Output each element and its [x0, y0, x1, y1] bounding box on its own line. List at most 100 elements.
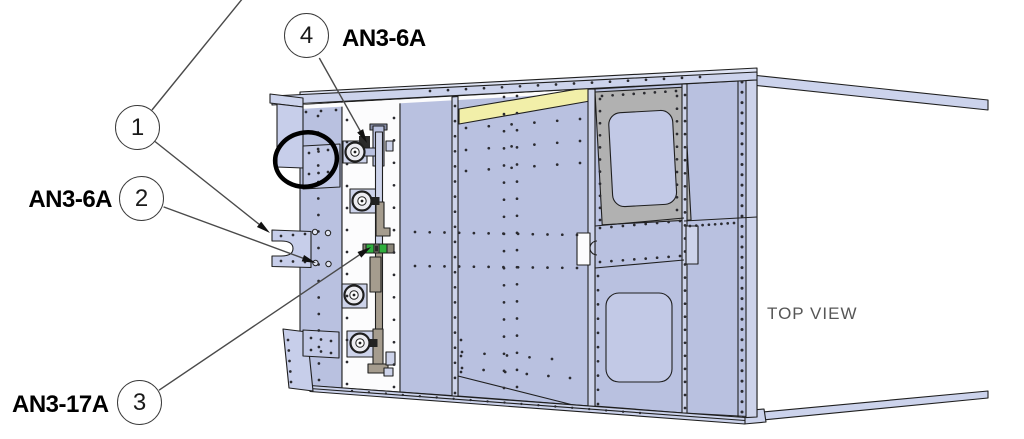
rivet-dot	[453, 331, 457, 334]
rivet-dot	[531, 232, 535, 236]
rivet-dot	[515, 248, 519, 252]
rivet-dot	[317, 296, 321, 299]
rivet-dot	[317, 213, 320, 217]
rivet-dot	[701, 223, 704, 227]
rivet-dot	[698, 75, 702, 79]
rivet-dot	[428, 264, 432, 268]
rivet-dot	[680, 76, 684, 80]
rivet-dot	[345, 228, 349, 232]
tan-plate	[369, 256, 382, 293]
rivet-dot	[460, 366, 464, 370]
clamp-notch	[375, 245, 378, 252]
rivet-dot	[345, 272, 349, 276]
rivet-dot	[683, 197, 687, 201]
rivet-dot	[317, 171, 320, 175]
rivet-dot	[683, 132, 687, 136]
rivet-dot	[707, 223, 711, 227]
rivet-dot	[515, 197, 519, 201]
rivet-dot	[502, 249, 506, 253]
rivet-dot	[740, 204, 744, 208]
rivet-dot	[515, 351, 519, 355]
rivet-dot	[345, 118, 349, 122]
rivet-dot	[287, 349, 291, 352]
rivet-dot	[610, 259, 613, 263]
rivet-dot	[596, 374, 600, 377]
rivet-dot	[575, 233, 579, 237]
rivet-dot	[413, 264, 417, 268]
rivet-dot	[568, 376, 572, 380]
rivet-dot	[289, 380, 293, 384]
rivet-dot	[516, 232, 520, 236]
rivet-dot	[345, 338, 349, 342]
rivet-dot	[428, 230, 432, 234]
rivet-dot	[683, 93, 687, 97]
top-white-sliver	[300, 89, 590, 109]
rivet-dot	[515, 282, 519, 286]
rivet-dot	[309, 348, 313, 352]
rivet-dot	[555, 119, 559, 123]
rivet-dot	[317, 378, 321, 382]
rivet-dot	[502, 95, 506, 99]
rivet-dot	[515, 180, 519, 183]
rivet-dot	[720, 222, 723, 226]
rivet-dot	[655, 256, 659, 260]
rivet-dot	[732, 221, 736, 225]
rivet-dot	[596, 345, 600, 349]
rivet-dot	[664, 90, 667, 94]
rivet-dot	[515, 94, 519, 98]
part-label-an3-17a: AN3-17A	[12, 391, 109, 418]
rivet-dot	[515, 128, 519, 132]
rivet-dot	[502, 164, 506, 167]
rivet-dot	[319, 109, 323, 113]
rivet-dot	[632, 223, 636, 227]
rivet-dot	[683, 367, 687, 371]
rivet-dot	[392, 206, 396, 210]
rib-rail-1	[451, 95, 459, 397]
green-clamp-pad	[365, 243, 375, 254]
rivet-dot	[726, 222, 730, 225]
rivet-dot	[392, 228, 396, 232]
rivet-dot	[598, 133, 602, 137]
rivet-dot	[502, 198, 506, 202]
rivet-dot	[533, 121, 536, 124]
rivet-dot	[392, 363, 396, 366]
rivet-dot	[503, 401, 506, 404]
rivet-dot	[502, 301, 506, 304]
rivet-dot	[596, 402, 600, 406]
rivet-dot	[740, 307, 744, 311]
rivet-dot	[525, 372, 529, 376]
callout-number: 1	[130, 113, 145, 141]
rivet-dot	[515, 111, 519, 115]
rivet-dot	[316, 197, 320, 200]
arrowhead-2	[301, 254, 316, 263]
rivet-dot	[392, 318, 396, 322]
rivet-dot	[644, 222, 648, 226]
latch-bracket	[576, 232, 591, 266]
rivet-dot	[588, 407, 591, 411]
rivet-dot	[598, 194, 602, 198]
rivet-dot	[571, 406, 574, 409]
rivet-dot	[662, 77, 666, 81]
rivet-dot	[683, 393, 687, 397]
rivet-dot	[740, 297, 744, 301]
rivet-dot	[502, 147, 506, 150]
rivet-dot	[515, 368, 519, 372]
rivet-dot	[550, 357, 554, 361]
rivet-dot	[528, 355, 531, 359]
rivet-dot	[457, 265, 461, 268]
bottom-right-strip	[751, 390, 989, 422]
rivet-dot	[683, 237, 687, 240]
rivet-dot	[502, 181, 506, 184]
rivet-dot	[452, 397, 455, 400]
rivet-dot	[502, 386, 506, 390]
rivet-dot	[740, 255, 744, 259]
rivet-dot	[598, 226, 602, 230]
rivet-dot	[596, 388, 600, 392]
access-cutout-lower	[605, 292, 673, 383]
rivet-dot	[317, 329, 321, 332]
rivet-dot	[502, 112, 506, 116]
camloc-ring	[353, 150, 357, 154]
rivet-dot	[345, 382, 349, 386]
rivet-dot	[740, 173, 744, 177]
rivet-dot	[460, 350, 464, 354]
